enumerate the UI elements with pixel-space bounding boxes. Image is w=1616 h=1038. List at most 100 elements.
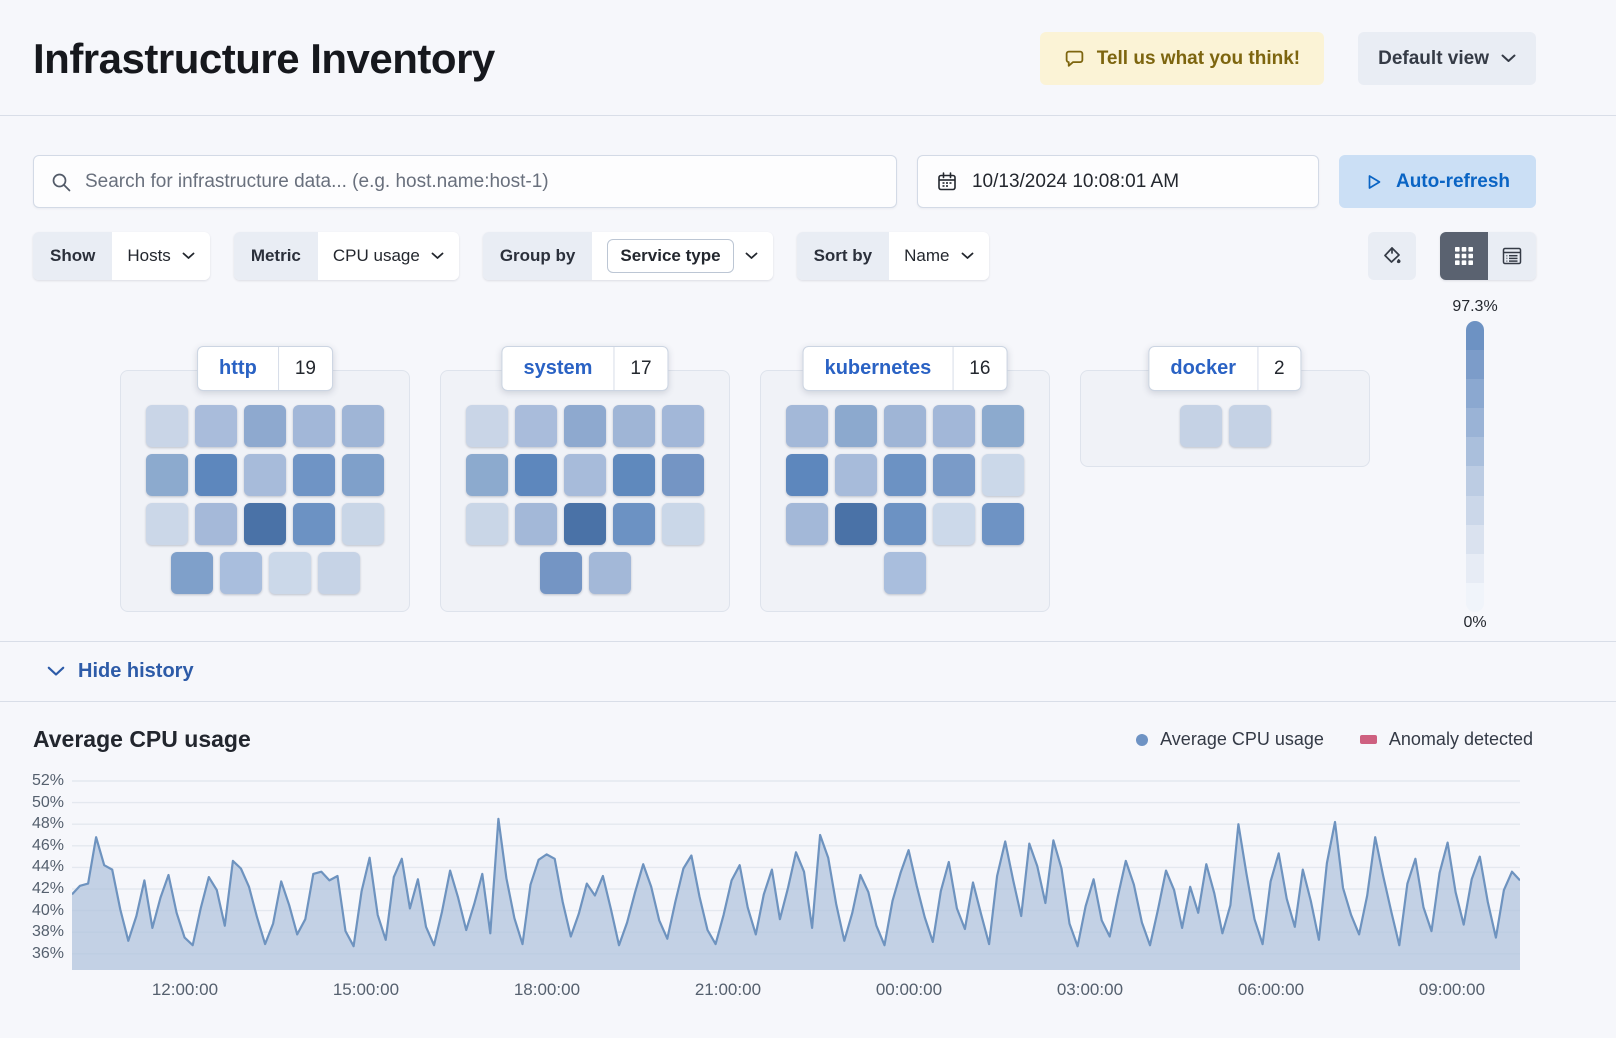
show-selector[interactable]: Show Hosts: [33, 232, 210, 280]
host-tile[interactable]: [933, 454, 975, 496]
speech-bubble-icon: [1064, 49, 1085, 69]
host-tile[interactable]: [146, 503, 188, 545]
host-tile[interactable]: [195, 405, 237, 447]
host-tile[interactable]: [244, 405, 286, 447]
host-tile[interactable]: [317, 552, 360, 594]
host-tile[interactable]: [786, 454, 828, 496]
host-tile[interactable]: [662, 405, 704, 447]
table-view-button[interactable]: [1488, 232, 1536, 280]
host-tile[interactable]: [884, 503, 926, 545]
chevron-down-icon: [431, 252, 444, 259]
y-tick-label: 40%: [31, 901, 64, 919]
host-tile[interactable]: [515, 405, 557, 447]
host-tile[interactable]: [982, 503, 1024, 545]
host-tile[interactable]: [466, 454, 508, 496]
legend-step: [1466, 495, 1484, 525]
host-tile[interactable]: [539, 552, 582, 594]
host-tile[interactable]: [1179, 405, 1222, 447]
host-tile[interactable]: [835, 454, 877, 496]
host-tile[interactable]: [515, 454, 557, 496]
host-tile[interactable]: [244, 503, 286, 545]
host-tile[interactable]: [170, 552, 213, 594]
group-count: 17: [630, 357, 652, 379]
legend-step: [1466, 466, 1484, 496]
feedback-button[interactable]: Tell us what you think!: [1039, 32, 1325, 85]
host-tile[interactable]: [466, 503, 508, 545]
host-tile[interactable]: [219, 552, 262, 594]
y-tick-label: 50%: [31, 793, 64, 811]
host-tile[interactable]: [466, 405, 508, 447]
legend-step: [1466, 582, 1484, 612]
badge-divider: [613, 347, 615, 390]
group-count: 2: [1274, 357, 1285, 379]
auto-refresh-button[interactable]: Auto-refresh: [1338, 155, 1536, 208]
cpu-usage-chart-plot[interactable]: [72, 771, 1520, 970]
x-tick-label: 03:00:00: [1056, 980, 1124, 999]
host-tile[interactable]: [195, 454, 237, 496]
host-tile[interactable]: [244, 454, 286, 496]
host-tile[interactable]: [146, 454, 188, 496]
host-tile[interactable]: [293, 454, 335, 496]
host-tile[interactable]: [884, 552, 926, 594]
host-tile[interactable]: [933, 503, 975, 545]
host-tile[interactable]: [835, 503, 877, 545]
legend-min-label: 0%: [1463, 614, 1487, 631]
metric-selector[interactable]: Metric CPU usage: [233, 232, 459, 280]
group-name-link[interactable]: system: [523, 357, 593, 379]
host-tile[interactable]: [588, 552, 631, 594]
host-group: docker 2: [1080, 346, 1370, 612]
host-tile[interactable]: [662, 454, 704, 496]
host-tile[interactable]: [613, 454, 655, 496]
date-picker-button[interactable]: 10/13/2024 10:08:01 AM: [916, 155, 1319, 208]
badge-divider: [1257, 347, 1259, 390]
host-tile[interactable]: [342, 454, 384, 496]
host-tile[interactable]: [268, 552, 311, 594]
host-tile[interactable]: [515, 503, 557, 545]
host-tile[interactable]: [564, 454, 606, 496]
host-tile[interactable]: [884, 405, 926, 447]
view-selector-button[interactable]: Default view: [1358, 32, 1536, 85]
grid-icon: [1454, 246, 1474, 266]
host-tile[interactable]: [293, 405, 335, 447]
host-tile[interactable]: [146, 405, 188, 447]
host-tile[interactable]: [195, 503, 237, 545]
filter-row: Show Hosts Metric CPU usage Group by Ser…: [33, 232, 1536, 280]
legend-item-avg-cpu: Average CPU usage: [1136, 729, 1324, 750]
x-tick-label: 18:00:00: [513, 980, 581, 999]
paint-bucket-icon: [1381, 245, 1403, 267]
metric-label: Metric: [233, 232, 318, 280]
host-tile[interactable]: [564, 405, 606, 447]
group-name-link[interactable]: http: [219, 357, 257, 379]
host-tile[interactable]: [982, 405, 1024, 447]
legend-step: [1466, 321, 1484, 351]
host-tile[interactable]: [786, 503, 828, 545]
host-tile[interactable]: [342, 405, 384, 447]
y-tick-label: 38%: [31, 923, 64, 941]
y-tick-label: 46%: [31, 836, 64, 854]
host-tile[interactable]: [564, 503, 606, 545]
group-by-selector[interactable]: Group by Service type: [482, 232, 773, 280]
chevron-down-icon: [745, 252, 757, 259]
host-tile[interactable]: [613, 503, 655, 545]
host-tile[interactable]: [786, 405, 828, 447]
host-tile[interactable]: [982, 454, 1024, 496]
legend-color-button[interactable]: [1368, 232, 1416, 280]
history-toggle[interactable]: Hide history: [0, 641, 1616, 702]
grid-view-button[interactable]: [1440, 232, 1488, 280]
host-tile[interactable]: [342, 503, 384, 545]
group-name-link[interactable]: docker: [1170, 357, 1237, 379]
host-tile[interactable]: [1228, 405, 1271, 447]
host-tile[interactable]: [613, 405, 655, 447]
host-tile[interactable]: [884, 454, 926, 496]
host-tile[interactable]: [662, 503, 704, 545]
host-tile[interactable]: [293, 503, 335, 545]
sort-by-selector[interactable]: Sort by Name: [796, 232, 989, 280]
host-tile[interactable]: [933, 405, 975, 447]
group-name-link[interactable]: kubernetes: [824, 357, 932, 379]
host-tile[interactable]: [835, 405, 877, 447]
search-input[interactable]: [85, 170, 880, 193]
badge-divider: [952, 347, 954, 390]
